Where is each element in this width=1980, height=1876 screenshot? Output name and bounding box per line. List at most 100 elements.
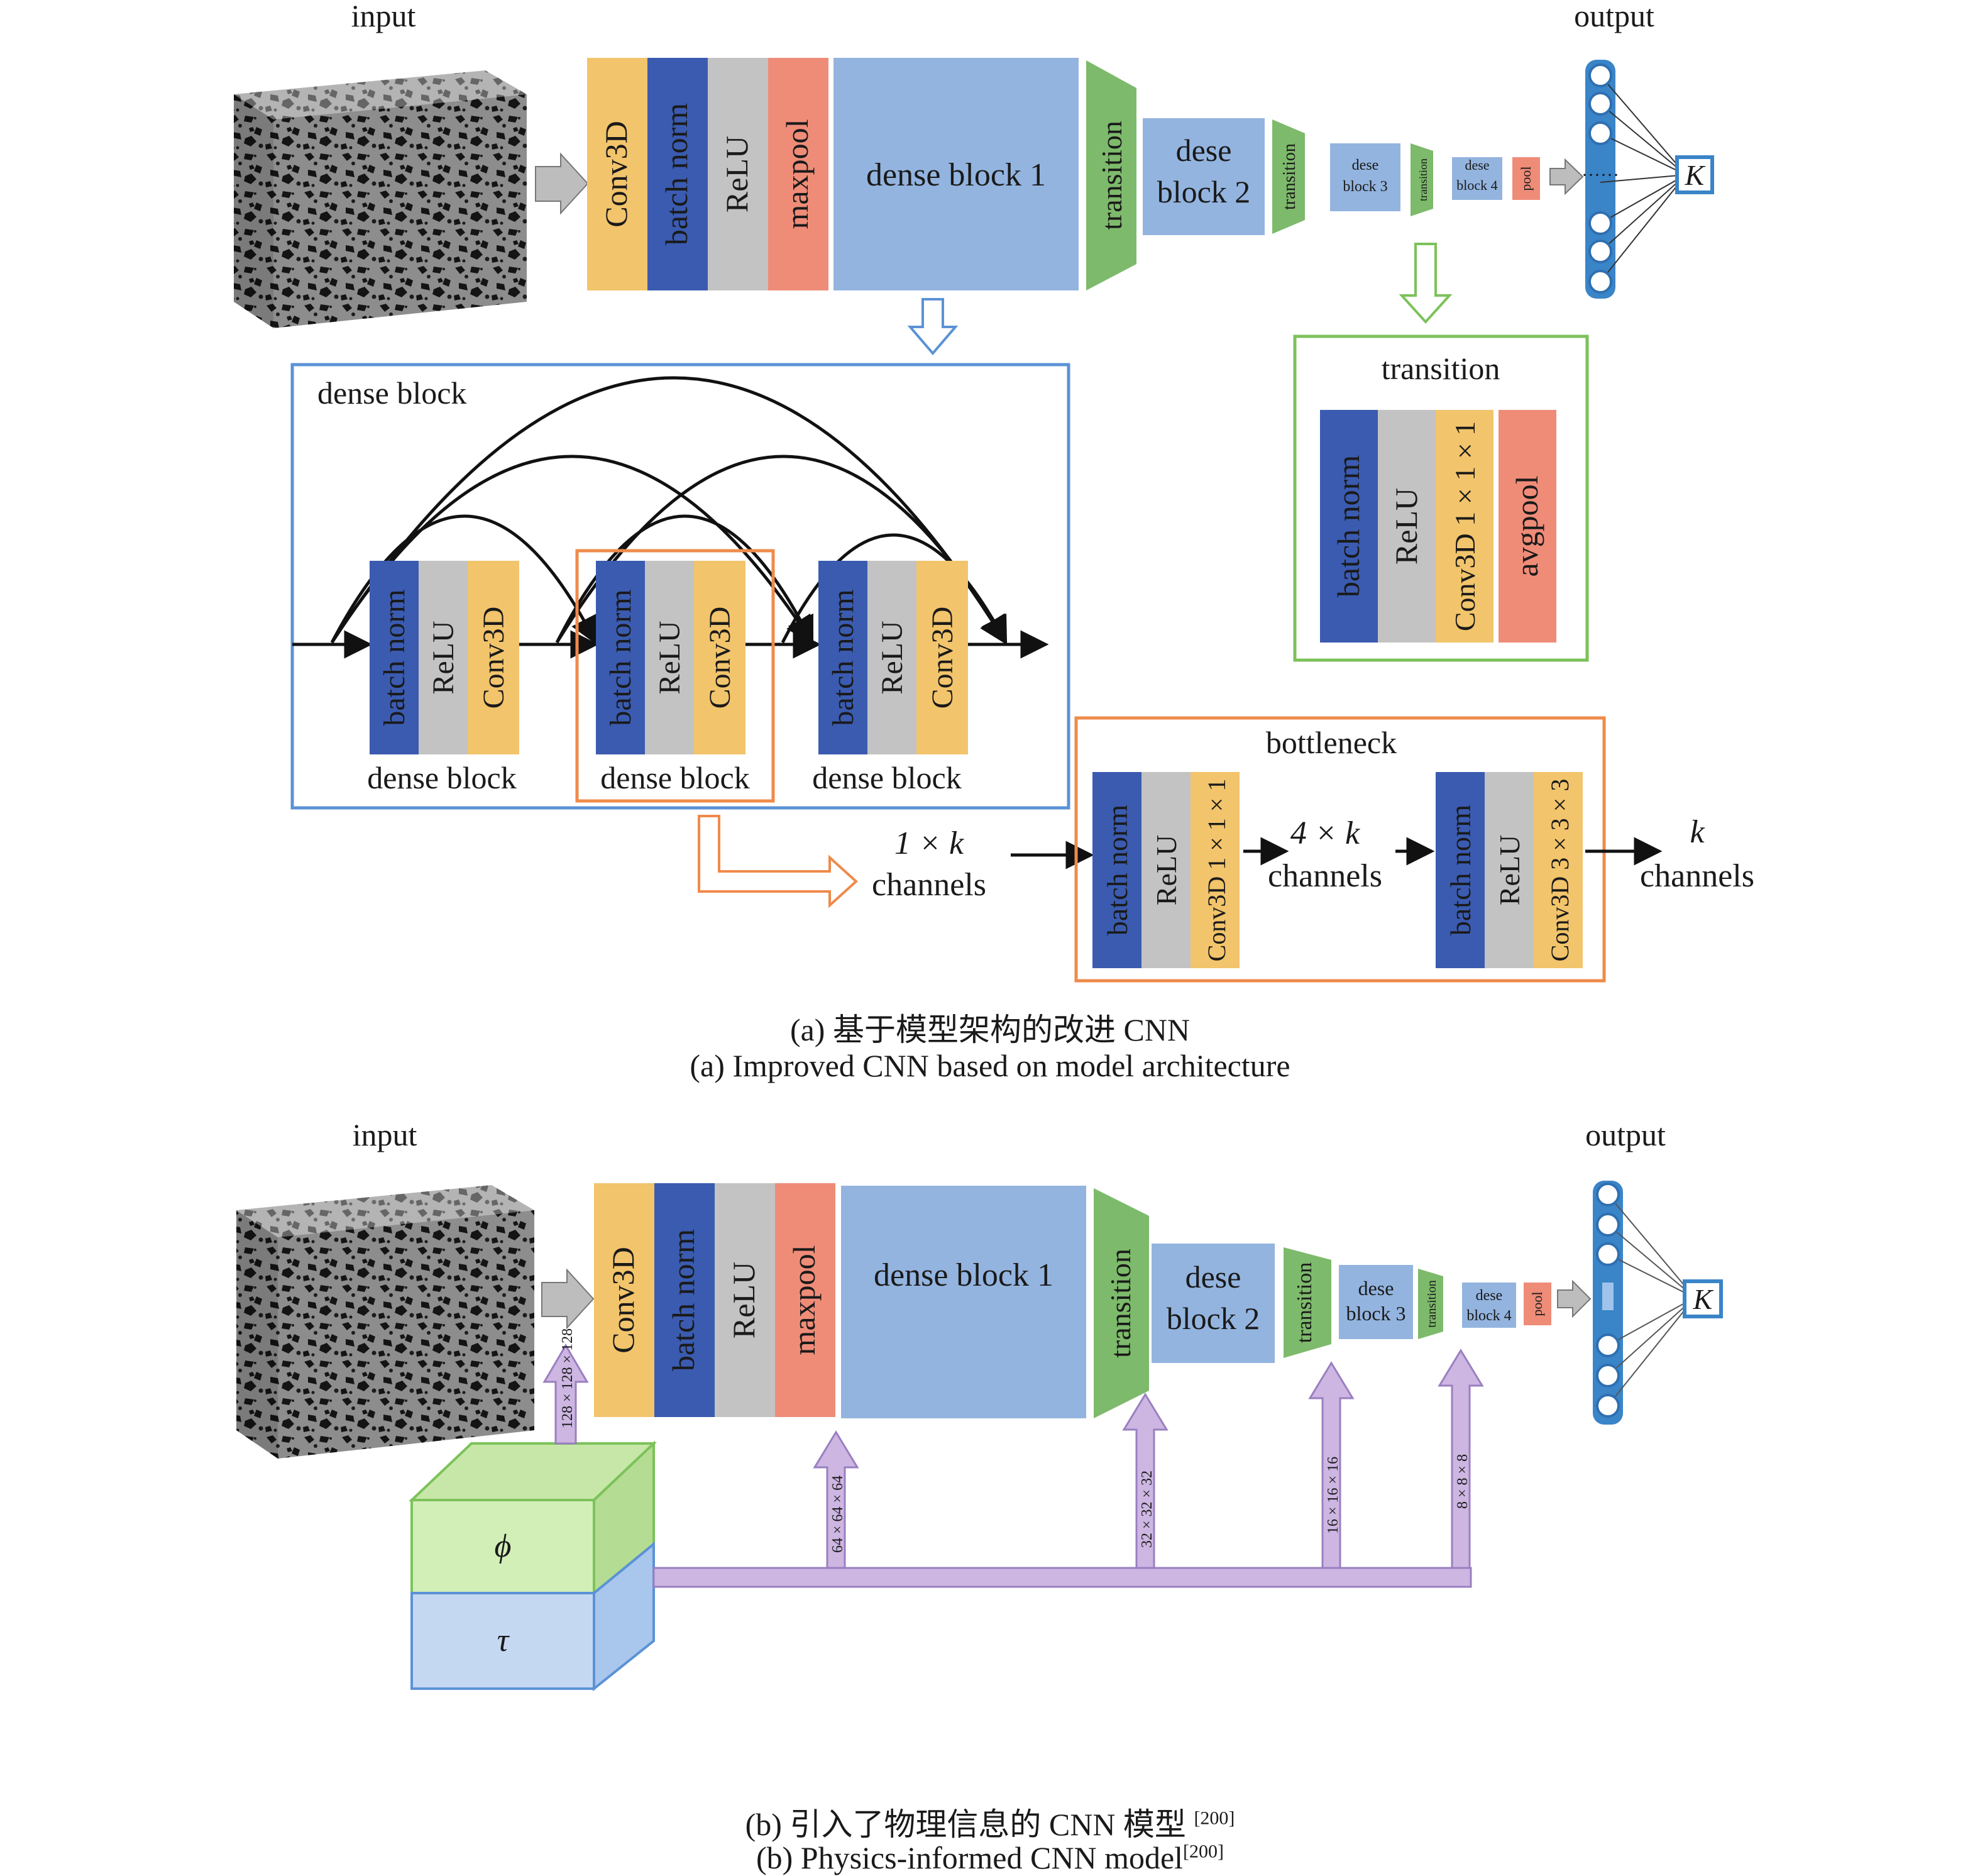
- bottleneck-title: bottleneck: [1266, 725, 1397, 760]
- rock-cube-image-a: [234, 70, 527, 328]
- bottleneck-detail-box: [1074, 716, 1606, 983]
- sub-dense-label-3: dense block: [812, 760, 961, 795]
- k-output-box-a: [1675, 155, 1714, 194]
- sub-relu-1: [419, 561, 468, 754]
- dese-block-2-line1: dese: [1176, 133, 1232, 168]
- channels-4k-line1: 4 × k: [1290, 815, 1360, 851]
- tr-bn-label: batch norm: [1331, 455, 1366, 597]
- k-output-box-b: [1683, 1279, 1723, 1318]
- dense-block-1-b: [841, 1186, 1086, 1418]
- dense-block-detail-box: [290, 363, 1070, 810]
- dese-block-2: [1143, 118, 1265, 235]
- sub-conv-2: [694, 561, 745, 754]
- dense-block-detail-title: dense block: [317, 375, 466, 411]
- dense-block-1: [833, 58, 1079, 290]
- input-label-a: input: [351, 0, 416, 33]
- down-arrow-green-icon: [1399, 243, 1453, 324]
- svg-text:······: ······: [1581, 165, 1619, 185]
- output-neurons-a: ······: [1581, 60, 1686, 299]
- panel-b: input output Conv3D batch norm ReLU maxp…: [236, 1117, 1723, 1692]
- down-arrow-blue-icon: [907, 298, 959, 356]
- physics-feature-bus: [652, 1567, 1472, 1588]
- dese-block-3-b-line1: dese: [1358, 1277, 1394, 1299]
- dese-block-2-b-line2: block 2: [1167, 1301, 1260, 1336]
- k-output-label-b: K: [1693, 1283, 1714, 1315]
- physics-input-cube: [408, 1440, 657, 1692]
- transition-3-label: transition: [1417, 158, 1429, 201]
- relu-layer-b: [715, 1183, 775, 1417]
- transition-2-b: [1284, 1247, 1331, 1358]
- skip-connections: [292, 376, 1049, 659]
- gray-arrow-icon-b: [541, 1268, 595, 1330]
- bt-conv-2-label: Conv3D 3 × 3 × 3: [1546, 779, 1574, 962]
- transition-3-b: [1418, 1269, 1443, 1339]
- dese-block-2-b: [1152, 1244, 1275, 1363]
- sub-bn-1-label: batch norm: [378, 589, 411, 726]
- batch-norm-layer: [647, 58, 708, 290]
- dese-block-3-line1: dese: [1352, 157, 1379, 174]
- dense-block-1-label-b: dense block 1: [874, 1257, 1053, 1293]
- relu-label: ReLU: [719, 136, 754, 212]
- sub-bn-3-label: batch norm: [827, 589, 860, 726]
- caption-b-en-ref: [200]: [1183, 1841, 1224, 1862]
- pool-label-b: pool: [1529, 1291, 1545, 1316]
- pool-layer-a: [1512, 157, 1540, 200]
- sub-conv-3: [916, 561, 968, 754]
- tr-relu: [1378, 410, 1436, 643]
- caption-b-cn: (b) 引入了物理信息的 CNN 模型 [200]: [0, 1799, 1980, 1845]
- conv3d-label-b: Conv3D: [605, 1247, 641, 1353]
- sub-relu-3: [867, 561, 916, 754]
- dese-block-4-b-line2: block 4: [1466, 1308, 1511, 1324]
- caption-a-en: (a) Improved CNN based on model architec…: [690, 1048, 1290, 1083]
- pool-layer-b: [1524, 1283, 1551, 1325]
- input-label-b: input: [353, 1117, 417, 1152]
- transition-2-label-b: transition: [1293, 1262, 1316, 1343]
- conv3d-layer: [587, 58, 647, 290]
- bt-bn-2-label: batch norm: [1444, 805, 1477, 935]
- tr-bn: [1320, 410, 1378, 643]
- gray-arrow-icon: [535, 152, 589, 215]
- relu-label-b: ReLU: [726, 1262, 761, 1338]
- sub-conv-1-label: Conv3D: [477, 607, 510, 709]
- batch-norm-label: batch norm: [659, 103, 694, 245]
- bt-relu-1-label: ReLU: [1150, 835, 1182, 905]
- transition-detail-box: [1293, 334, 1589, 662]
- purple-arrow-16: [1308, 1361, 1355, 1569]
- sub-bn-1: [370, 561, 419, 754]
- purple-arrow-128: [542, 1344, 589, 1445]
- tr-relu-label: ReLU: [1389, 488, 1424, 565]
- rock-cube-image-b: [236, 1185, 534, 1459]
- bt-bn-1-label: batch norm: [1101, 805, 1133, 935]
- sub-dense-label-2: dense block: [600, 760, 749, 795]
- channels-1k-line2: channels: [872, 867, 986, 903]
- bt-relu-2-label: ReLU: [1493, 835, 1526, 905]
- dese-block-4-line1: dese: [1465, 157, 1489, 173]
- output-label-b: output: [1585, 1117, 1666, 1152]
- sub-conv-1: [468, 561, 519, 754]
- transition-1: [1086, 60, 1136, 290]
- dense-block-1-label: dense block 1: [866, 157, 1046, 193]
- output-label-a: output: [1574, 0, 1654, 33]
- dese-block-4-b-line1: dese: [1476, 1288, 1503, 1304]
- conv3d-layer-b: [594, 1183, 654, 1417]
- relu-layer: [708, 58, 768, 290]
- panel-a: input output Conv3D batch norm ReLU maxp…: [234, 0, 1754, 983]
- sub-relu-2-label: ReLU: [653, 621, 686, 694]
- dese-block-4: [1452, 157, 1502, 200]
- tr-conv-label: Conv3D 1 × 1 × 1: [1449, 421, 1481, 631]
- caption-a-cn: (a) 基于模型架构的改进 CNN: [789, 1012, 1191, 1047]
- batch-norm-label-b: batch norm: [666, 1229, 701, 1371]
- channels-1k-line1: 1 × k: [894, 825, 964, 861]
- batch-norm-layer-b: [654, 1183, 715, 1417]
- maxpool-label: maxpool: [779, 119, 815, 229]
- sub-bn-2: [596, 561, 645, 754]
- size-label-128: 128 × 128 × 128: [559, 1328, 576, 1428]
- size-label-64: 64 × 64 × 64: [830, 1476, 846, 1553]
- transition-2: [1272, 119, 1305, 234]
- caption-b-en-text: (b) Physics-informed CNN model: [756, 1840, 1184, 1875]
- k-output-label-a: K: [1685, 159, 1706, 191]
- tau-label: τ: [497, 1623, 510, 1658]
- channels-k-line1: k: [1690, 814, 1705, 850]
- sub-conv-2-label: Conv3D: [703, 607, 737, 709]
